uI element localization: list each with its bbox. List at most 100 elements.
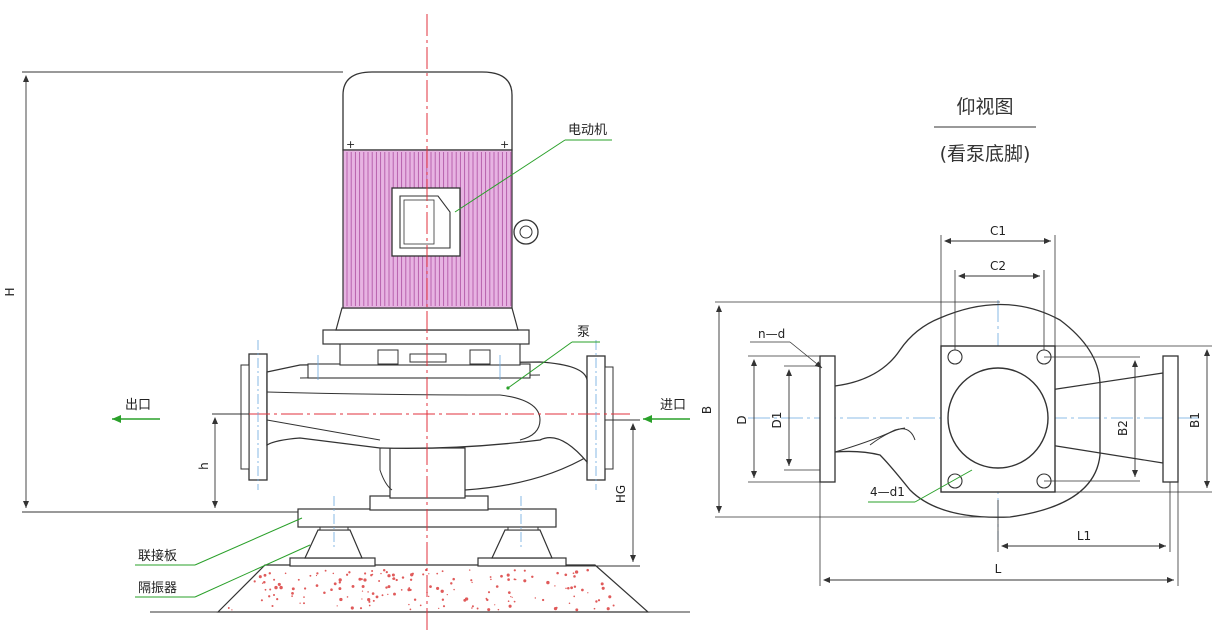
foundation-speckle bbox=[463, 598, 467, 602]
foundation-speckle bbox=[268, 595, 271, 598]
foundation-speckle bbox=[330, 588, 333, 591]
foundation-speckle bbox=[513, 578, 516, 581]
foundation-speckle bbox=[511, 596, 513, 598]
foundation-speckle bbox=[531, 575, 534, 579]
foundation-speckle bbox=[573, 595, 576, 598]
connect-plate-label: 联接板 bbox=[138, 548, 177, 564]
foundation-speckle bbox=[395, 578, 398, 582]
foundation-speckle bbox=[309, 574, 312, 577]
leader-pump: 泵 bbox=[506, 325, 600, 390]
foundation-speckle bbox=[381, 594, 384, 597]
foundation-speckle bbox=[523, 579, 527, 583]
foundation-speckle bbox=[497, 608, 500, 611]
foundation-speckle bbox=[546, 580, 550, 585]
foundation-speckle bbox=[261, 582, 264, 584]
foundation-speckle bbox=[336, 605, 338, 607]
foundation-speckle bbox=[393, 592, 396, 596]
foundation-speckle bbox=[358, 577, 362, 581]
foundation-speckle bbox=[323, 591, 326, 595]
foundation-speckle bbox=[581, 588, 584, 592]
foundation-speckle bbox=[554, 585, 556, 587]
foundation-speckle bbox=[269, 588, 272, 591]
foundation-speckle bbox=[361, 598, 363, 600]
foundation-speckle bbox=[350, 606, 354, 610]
foundation-speckle bbox=[553, 606, 558, 611]
dim-HG-label: HG bbox=[614, 485, 628, 503]
foundation-speckle bbox=[490, 578, 492, 581]
foundation-speckle bbox=[440, 589, 444, 593]
dim-B: B bbox=[700, 301, 1010, 518]
foundation-speckle bbox=[253, 580, 256, 583]
foundation-speckle bbox=[370, 574, 373, 577]
foundation-speckle bbox=[570, 586, 573, 590]
foundation-speckle bbox=[382, 569, 386, 572]
dim-C1: C1 bbox=[940, 224, 1056, 346]
foundation-speckle bbox=[392, 578, 394, 580]
foundation-speckle bbox=[507, 600, 510, 603]
leader-connect-plate: 联接板 bbox=[135, 517, 303, 566]
foundation-speckle bbox=[368, 600, 371, 603]
dim-H: H bbox=[3, 71, 343, 513]
foundation-speckle bbox=[361, 585, 365, 588]
foundation-speckle bbox=[291, 587, 295, 591]
foundation-speckle bbox=[348, 571, 351, 574]
foundation-speckle bbox=[364, 572, 367, 575]
foundation-speckle bbox=[260, 599, 263, 602]
foundation-speckle bbox=[471, 605, 474, 608]
foundation-speckle bbox=[387, 574, 391, 578]
foundation-speckle bbox=[299, 602, 301, 604]
foundation-speckle bbox=[485, 597, 488, 600]
foundation-speckle bbox=[258, 575, 262, 579]
dim-L1: L1 bbox=[997, 482, 1171, 552]
foundation-speckle bbox=[263, 573, 267, 577]
isolator-left bbox=[289, 521, 376, 567]
foundation-speckle bbox=[572, 572, 575, 575]
foundation-speckle bbox=[387, 585, 391, 589]
leader-motor: 电动机 bbox=[454, 123, 612, 213]
foundation-speckle bbox=[500, 574, 503, 578]
foundation-speckle bbox=[375, 595, 379, 599]
foundation-speckle bbox=[392, 577, 396, 580]
view-title-text: 仰视图 bbox=[956, 96, 1013, 118]
foundation-speckle bbox=[360, 578, 363, 581]
foundation-speckle bbox=[442, 605, 446, 608]
foundation-speckle bbox=[495, 585, 499, 588]
foundation-speckle bbox=[597, 599, 601, 602]
foundation-speckle bbox=[510, 595, 512, 598]
foundation-speckle bbox=[450, 582, 453, 585]
n-d-label: n—d bbox=[758, 327, 785, 341]
foundation-speckle bbox=[586, 568, 589, 572]
foundation-speckle bbox=[507, 578, 510, 581]
foundation-speckle bbox=[315, 574, 318, 577]
dim-C2: C2 bbox=[954, 259, 1045, 350]
foundation-speckle bbox=[419, 604, 422, 607]
leader-4-d1: 4—d1 bbox=[868, 469, 973, 503]
dim-B2: B2 bbox=[1044, 356, 1140, 482]
foundation-speckle bbox=[367, 597, 371, 602]
foundation-speckle bbox=[507, 591, 511, 594]
foundation-speckle bbox=[438, 607, 440, 610]
foundation-speckle bbox=[600, 582, 604, 586]
foundation-speckle bbox=[303, 587, 307, 590]
svg-text:+: + bbox=[500, 138, 509, 151]
foundation-speckle bbox=[575, 608, 579, 612]
foundation-speckle bbox=[338, 578, 342, 582]
foundation-speckle bbox=[409, 608, 412, 611]
dim-HG: HG bbox=[566, 419, 640, 567]
foundation-speckle bbox=[612, 604, 615, 607]
foundation-speckle bbox=[291, 592, 294, 595]
foundation-speckle bbox=[303, 602, 305, 605]
foundation-speckle bbox=[568, 602, 571, 604]
foundation-speckle bbox=[276, 598, 279, 601]
foundation-speckle bbox=[291, 595, 293, 597]
isolator-label: 隔振器 bbox=[138, 581, 177, 596]
foundation-speckle bbox=[268, 572, 271, 575]
foundation-speckle bbox=[567, 587, 570, 590]
foundation-speckle bbox=[523, 569, 526, 572]
motor: + + bbox=[322, 71, 539, 345]
foundation-speckle bbox=[324, 569, 327, 572]
foundation-speckle bbox=[227, 607, 230, 609]
bottom-view bbox=[748, 300, 1200, 540]
foundation-speckle bbox=[391, 573, 395, 577]
four-d1-label: 4—d1 bbox=[870, 485, 905, 499]
